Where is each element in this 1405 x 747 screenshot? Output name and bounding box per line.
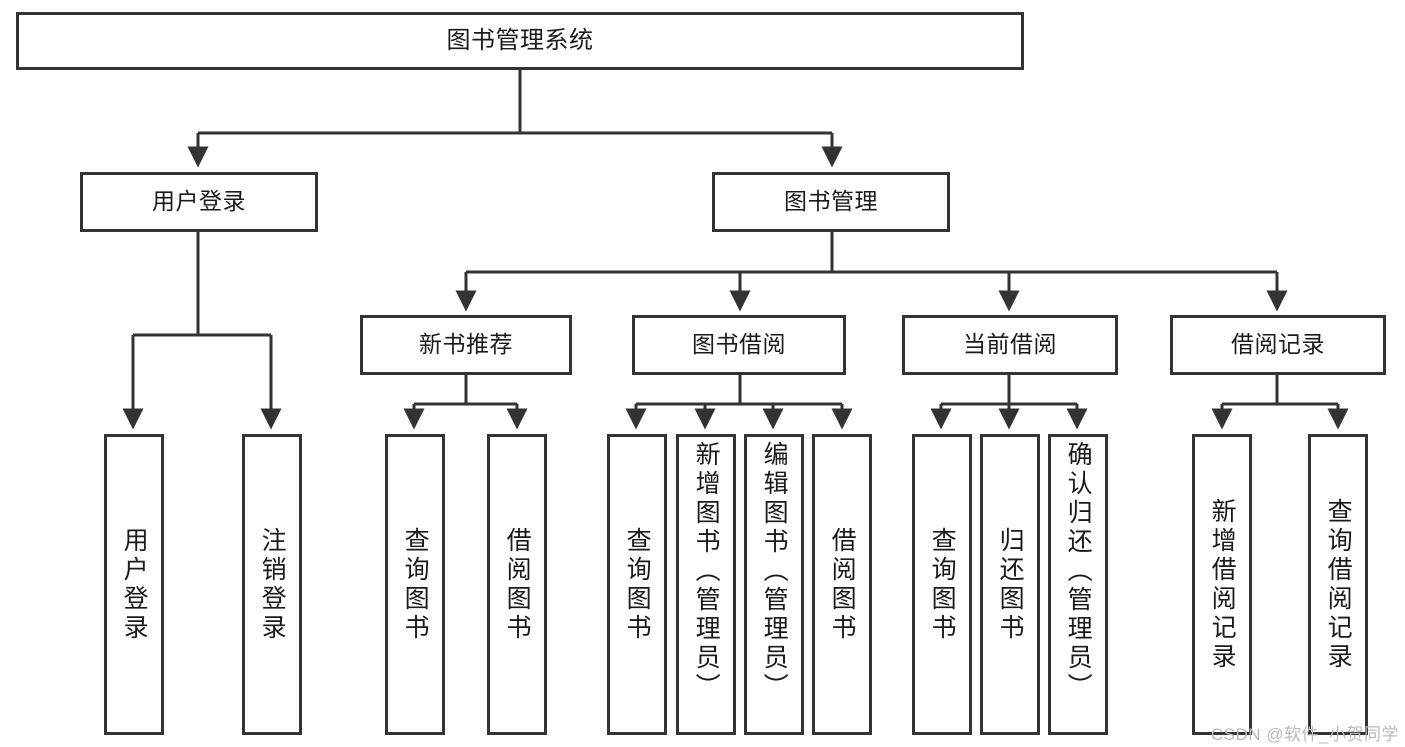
node-leaf-query-record[interactable]: 查询借阅记录 — [1308, 434, 1368, 735]
node-leaf-user-login[interactable]: 用户登录 — [104, 434, 164, 735]
node-leaf-borrow-book-1[interactable]: 借阅图书 — [487, 434, 547, 735]
node-leaf-query-book-3-label: 查询图书 — [928, 526, 957, 643]
node-leaf-borrow-book-2[interactable]: 借阅图书 — [812, 434, 872, 735]
node-leaf-logout[interactable]: 注销登录 — [242, 434, 302, 735]
node-current-borrow-label: 当前借阅 — [963, 331, 1057, 358]
node-leaf-edit-book-label: 编辑图书（管理员） — [760, 441, 789, 702]
node-leaf-borrow-book-1-label: 借阅图书 — [503, 526, 532, 643]
node-book-manage-label: 图书管理 — [784, 188, 878, 215]
node-leaf-return-book[interactable]: 归还图书 — [980, 434, 1040, 735]
watermark: CSDN @软件_小贺同学 — [1210, 725, 1399, 744]
node-user-login[interactable]: 用户登录 — [80, 172, 318, 232]
node-new-book-rec-label: 新书推荐 — [419, 331, 513, 358]
node-root[interactable]: 图书管理系统 — [16, 12, 1024, 70]
node-user-login-label: 用户登录 — [152, 188, 246, 215]
node-borrow-record-label: 借阅记录 — [1231, 331, 1325, 358]
node-borrow-record[interactable]: 借阅记录 — [1170, 315, 1386, 375]
node-book-borrow[interactable]: 图书借阅 — [632, 315, 846, 375]
node-leaf-query-book-1-label: 查询图书 — [401, 526, 430, 643]
node-leaf-edit-book[interactable]: 编辑图书（管理员） — [744, 434, 804, 735]
node-leaf-return-book-label: 归还图书 — [996, 526, 1025, 643]
node-leaf-query-book-3[interactable]: 查询图书 — [912, 434, 972, 735]
node-leaf-query-book-1[interactable]: 查询图书 — [385, 434, 445, 735]
node-leaf-confirm-return[interactable]: 确认归还（管理员） — [1048, 434, 1108, 735]
node-current-borrow[interactable]: 当前借阅 — [902, 315, 1118, 375]
node-leaf-user-login-label: 用户登录 — [120, 526, 149, 643]
node-leaf-add-record[interactable]: 新增借阅记录 — [1192, 434, 1252, 735]
node-root-label: 图书管理系统 — [446, 26, 594, 54]
node-book-borrow-label: 图书借阅 — [692, 331, 786, 358]
node-leaf-add-record-label: 新增借阅记录 — [1208, 497, 1237, 672]
node-leaf-logout-label: 注销登录 — [258, 526, 287, 643]
node-leaf-add-book-label: 新增图书（管理员） — [692, 441, 721, 702]
node-leaf-confirm-return-label: 确认归还（管理员） — [1064, 441, 1093, 702]
node-leaf-query-record-label: 查询借阅记录 — [1324, 497, 1353, 672]
node-leaf-query-book-2[interactable]: 查询图书 — [607, 434, 667, 735]
node-book-manage[interactable]: 图书管理 — [712, 172, 950, 232]
node-leaf-borrow-book-2-label: 借阅图书 — [828, 526, 857, 643]
node-new-book-rec[interactable]: 新书推荐 — [360, 315, 572, 375]
node-leaf-add-book[interactable]: 新增图书（管理员） — [676, 434, 736, 735]
node-leaf-query-book-2-label: 查询图书 — [623, 526, 652, 643]
